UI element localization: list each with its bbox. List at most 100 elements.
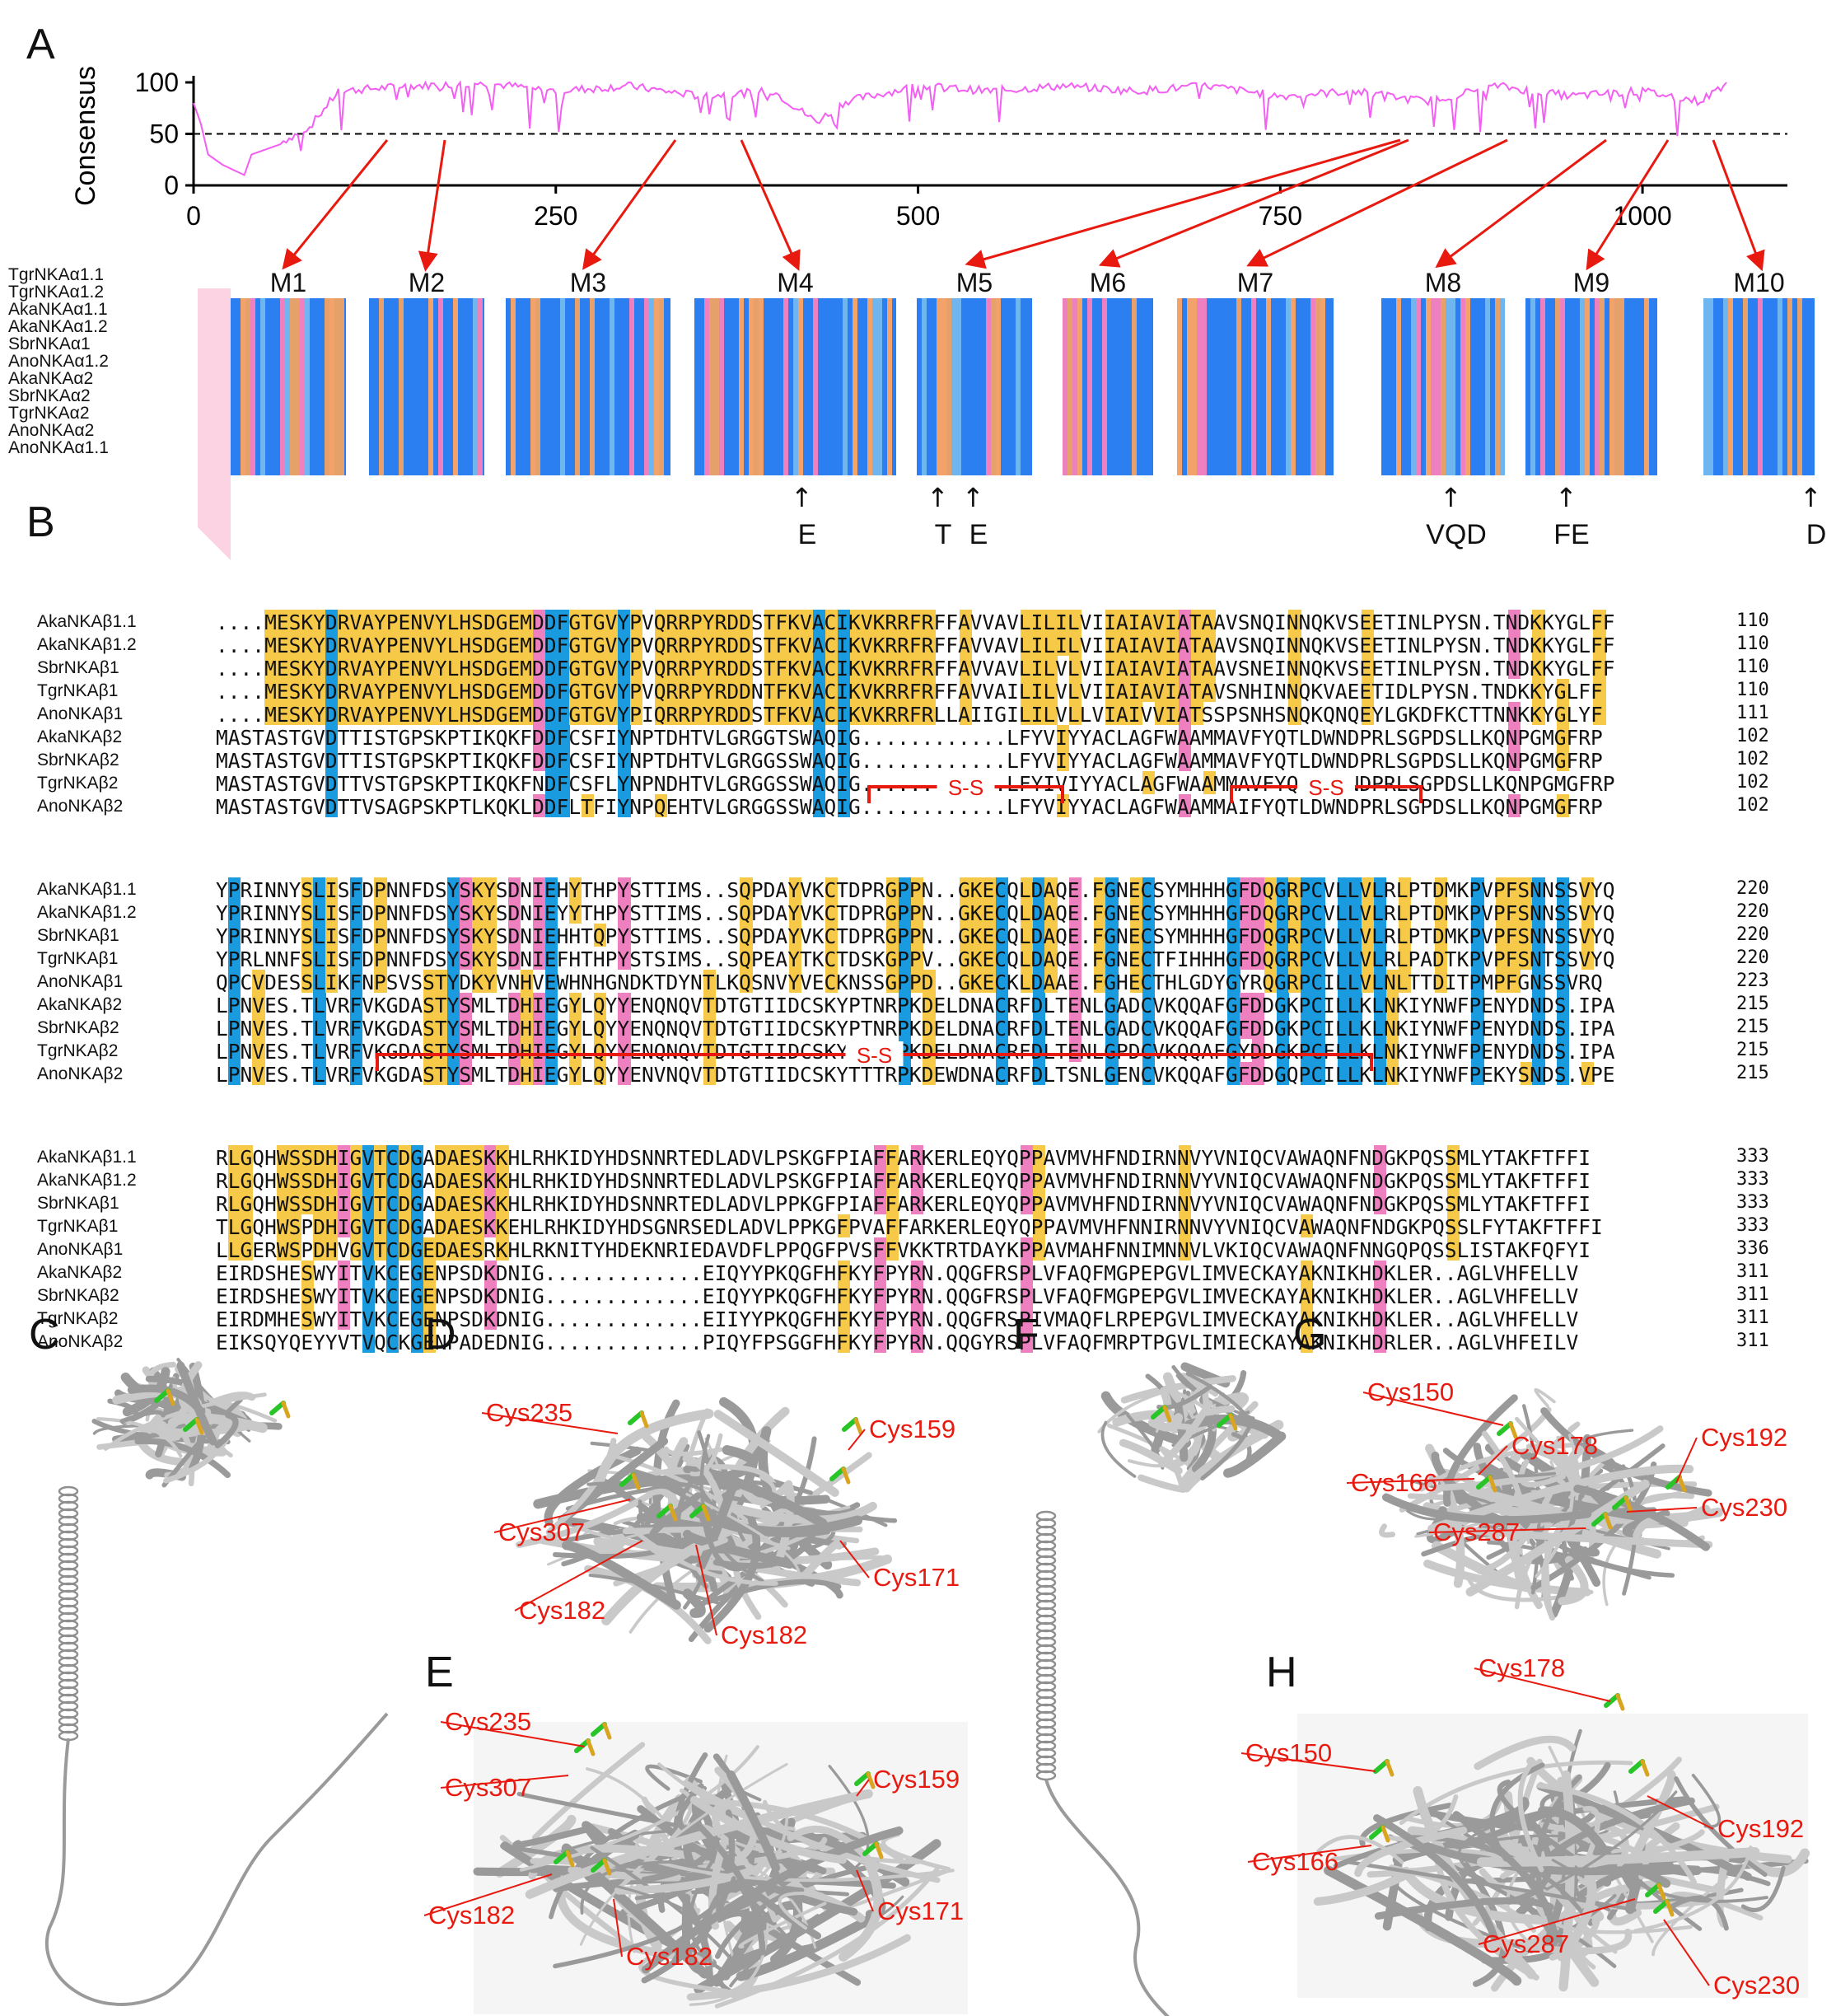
alignment-cell-highlight (484, 877, 497, 900)
alignment-cell-highlight (983, 970, 997, 993)
alignment-cell-highlight (825, 656, 839, 679)
cartoon-strand (1212, 1392, 1249, 1410)
alignment-cell-highlight (1557, 1016, 1570, 1039)
alignment-cell-highlight (1032, 679, 1045, 702)
alignment-cell-highlight (618, 656, 631, 679)
alignment-cell-highlight (1471, 900, 1484, 924)
alignment-cell-highlight (849, 679, 862, 702)
alignment-cell-highlight (362, 1214, 375, 1237)
alignment-cell-highlight (1557, 679, 1570, 702)
alignment-cell-highlight (605, 702, 619, 725)
alignment-cell-highlight (435, 656, 448, 679)
label-g-cys178: Cys178 (1511, 1431, 1598, 1460)
alignment-cell-highlight (1337, 1016, 1350, 1039)
alignment-cell-highlight (679, 610, 692, 633)
alignment-cell-highlight (1069, 993, 1082, 1016)
y-tick-label: 0 (164, 171, 179, 200)
consensus-series-line (193, 80, 1727, 176)
alignment-cell-highlight (1435, 924, 1448, 947)
alignment-cell-highlight (788, 633, 801, 656)
alignment-cell-highlight (1057, 748, 1070, 771)
alignment-cell-highlight (1191, 633, 1204, 656)
alignment-cell-highlight (983, 900, 997, 924)
cartoon-strand (586, 1480, 706, 1494)
alignment-cell-highlight (1032, 1145, 1045, 1168)
alignment-cell-highlight (349, 877, 363, 900)
alignment-cell-highlight (605, 610, 619, 633)
alignment-cell-highlight (1240, 877, 1253, 900)
alignment-cell-highlight (521, 1016, 534, 1039)
alignment-cell-highlight (837, 1214, 851, 1237)
alignment-cell-highlight (1349, 970, 1362, 993)
alignment-cell-highlight (886, 610, 899, 633)
structure-e-cys (862, 1841, 884, 1859)
alignment-cell-highlight (435, 1168, 448, 1191)
residue-letter: E (969, 519, 988, 550)
alignment-cell-highlight (1313, 924, 1326, 947)
alignment-cell-highlight (1532, 970, 1545, 993)
cartoon-strand (699, 1434, 764, 1583)
alignment-cell-highlight (471, 877, 485, 900)
cartoon-strand (714, 1864, 941, 2009)
alignment-cell-highlight (582, 656, 595, 679)
y-tick-label: 50 (149, 119, 179, 149)
alignment-cell-highlight (837, 794, 851, 817)
alignment-cell-highlight (813, 794, 826, 817)
alignment-cell-highlight (813, 748, 826, 771)
alignment-cell-highlight (313, 679, 326, 702)
alignment-cell-highlight (788, 877, 801, 900)
beta-alignment: AkaNKAβ1.1....MESKYDRVAYPENVYLHSDGEMDDFG… (0, 536, 1836, 1354)
alignment-cell-highlight (313, 1016, 326, 1039)
alignment-cell-highlight (313, 947, 326, 970)
beta-sequence: YPRLNNFSLISFDPNNFDSYSKYSDNIEFHTHPYSTSIMS… (216, 947, 1615, 971)
cartoon-strand (1518, 1459, 1566, 1488)
alignment-cell-highlight (703, 702, 717, 725)
alignment-cell-highlight (593, 924, 607, 947)
label-h-cys178: Cys178 (1479, 1653, 1565, 1682)
alignment-cell-highlight (605, 633, 619, 656)
alignment-cell-highlight (1020, 702, 1034, 725)
label-d-cys171: Cys171 (873, 1563, 960, 1592)
alignment-cell-highlight (582, 794, 595, 817)
alignment-cell-highlight (521, 679, 534, 702)
alignment-cell-highlight (399, 633, 412, 656)
structure-h-domain (1313, 1728, 1810, 1992)
alignment-cell-highlight (338, 679, 351, 702)
alignment-cell-highlight (325, 947, 339, 970)
cartoon-strand (1668, 1895, 1729, 1931)
cys-bond-green (183, 1417, 199, 1432)
y-axis-label: Consensus (70, 66, 101, 206)
residue-arrow: ↑ (962, 482, 984, 513)
alignment-cell-highlight (1179, 794, 1192, 817)
label-e-cys182b: Cys182 (626, 1942, 712, 1971)
alignment-cell-highlight (386, 633, 399, 656)
alignment-cell-highlight (776, 656, 790, 679)
label-e-cys182a: Cys182 (428, 1901, 515, 1929)
alignment-cell-highlight (813, 725, 826, 748)
cartoon-strand (1100, 1420, 1137, 1478)
alignment-cell-highlight (313, 702, 326, 725)
alignment-cell-highlight (1118, 610, 1131, 633)
cys-bond-sulfur (853, 1417, 863, 1435)
alignment-cell-highlight (1252, 924, 1265, 947)
helix-alignment-block (1381, 298, 1505, 475)
alignment-cell-highlight (374, 610, 387, 633)
cys-bond-sulfur (701, 1504, 711, 1522)
alignment-cell-highlight (1496, 970, 1509, 993)
cys-bond-sulfur (639, 1410, 649, 1429)
panel-label-d: D (425, 1311, 456, 1359)
alignment-cell-highlight (1264, 970, 1278, 993)
protein-structures: Cys235Cys159Cys307Cys171Cys182Cys182Cys2… (44, 1358, 1810, 2016)
cys-bond-green (1645, 1883, 1661, 1897)
alignment-cell-highlight (1362, 656, 1375, 679)
alignment-cell-highlight (788, 656, 801, 679)
alpha-sequence-label: AkaNKAα1.2 (8, 317, 108, 336)
cartoon-strand (1517, 1761, 1544, 1873)
alignment-cell-highlight (423, 1261, 436, 1284)
cartoon-strand (645, 1764, 703, 1791)
alignment-cell-highlight (1435, 900, 1448, 924)
alignment-cell-highlight (1142, 679, 1156, 702)
alignment-cell-highlight (1166, 610, 1180, 633)
beta-sequence-end-number: 220 (1736, 878, 1769, 899)
cys-bond-sulfur (874, 1841, 884, 1859)
